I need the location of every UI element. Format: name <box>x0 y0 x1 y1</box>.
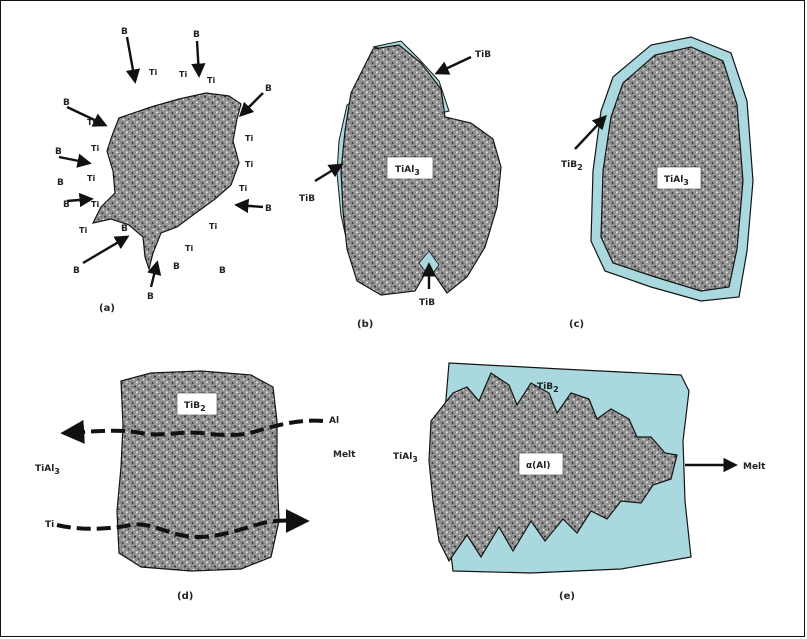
label-B: B <box>73 266 80 276</box>
label-B: B <box>55 147 62 157</box>
caption-c: (c) <box>569 319 584 330</box>
label-B: B <box>63 98 70 108</box>
label-Ti: Ti <box>245 134 253 143</box>
label-Ti: Ti <box>87 174 95 183</box>
label-B: B <box>57 178 64 188</box>
panel-e: α(Al) TiB2 TiAl3 Melt (e) <box>393 363 766 602</box>
label-Ti: Ti <box>91 200 99 209</box>
label-B: B <box>63 200 70 210</box>
label-B: B <box>193 30 200 40</box>
label-melt-d: Melt <box>333 450 356 460</box>
label-al: Al <box>329 416 339 426</box>
label-tib-bottom: TiB <box>419 298 435 308</box>
label-B: B <box>219 266 226 276</box>
caption-b: (b) <box>357 319 373 330</box>
label-Ti: Ti <box>245 160 253 169</box>
label-tib2-shell: TiB2 <box>561 160 583 172</box>
panel-e-core-label: α(Al) <box>526 461 550 471</box>
label-melt-e: Melt <box>743 462 766 472</box>
label-Ti: Ti <box>207 76 215 85</box>
label-Ti: Ti <box>179 70 187 79</box>
label-B: B <box>121 224 128 234</box>
label-tib-left: TiB <box>299 194 315 204</box>
label-B: B <box>173 262 180 272</box>
label-ti: Ti <box>45 520 54 530</box>
label-B: B <box>265 204 272 214</box>
label-Ti: Ti <box>239 184 247 193</box>
label-tib-top: TiB <box>475 50 491 60</box>
label-Ti: Ti <box>149 68 157 77</box>
label-tial3-d: TiAl3 <box>35 464 60 476</box>
caption-d: (d) <box>177 591 193 602</box>
label-Ti: Ti <box>79 226 87 235</box>
label-Ti: Ti <box>87 118 95 127</box>
label-B: B <box>121 27 128 37</box>
label-tial3-e: TiAl3 <box>393 452 418 464</box>
panel-d: TiB2 Al Melt TiAl3 Ti (d) <box>35 371 356 602</box>
label-B: B <box>147 292 154 302</box>
label-Ti: Ti <box>185 244 193 253</box>
caption-e: (e) <box>559 591 575 602</box>
label-B: B <box>265 84 272 94</box>
label-Ti: Ti <box>91 144 99 153</box>
panel-a: B B Ti Ti Ti B B Ti B Ti Ti B Ti Ti B Ti… <box>55 27 272 314</box>
caption-a: (a) <box>99 303 115 314</box>
panel-c: TiAl3 TiB2 (c) <box>561 37 753 330</box>
arrow-tib-top <box>437 57 471 73</box>
label-Ti: Ti <box>209 222 217 231</box>
panel-b: TiAl3 TiB TiB TiB (b) <box>299 41 501 330</box>
